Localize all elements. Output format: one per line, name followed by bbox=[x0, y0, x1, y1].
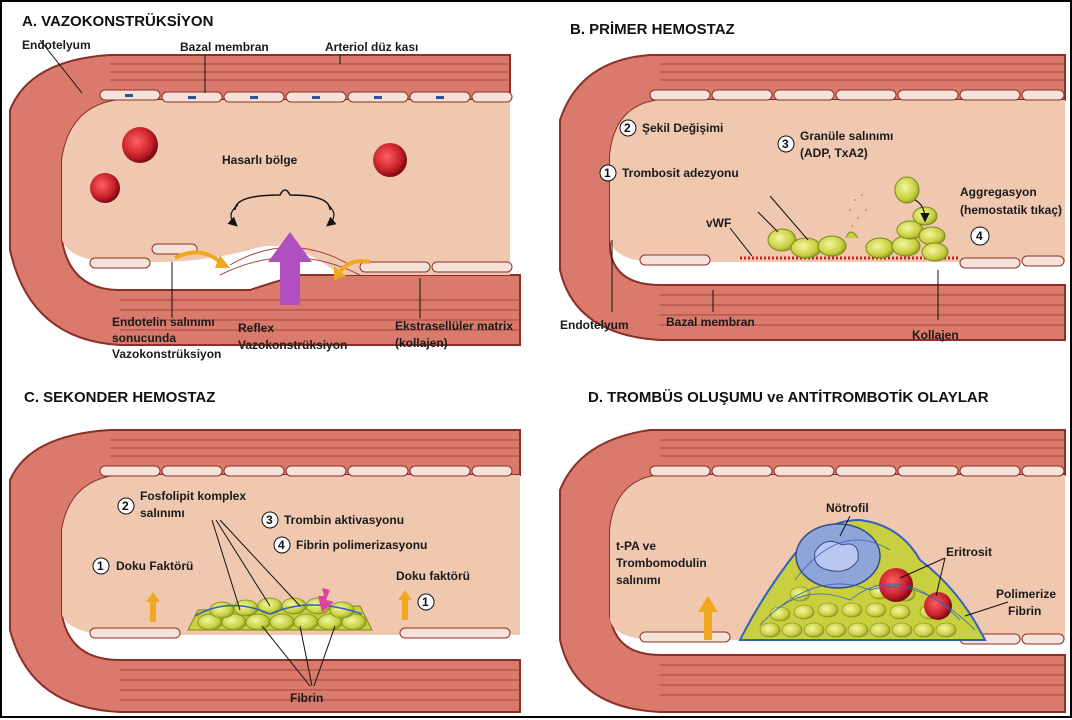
panel-d-eritrosit-label: Eritrosit bbox=[946, 545, 992, 559]
panel-b-sekil-label: Şekil Değişimi bbox=[642, 121, 723, 135]
panel-a-rbc-1 bbox=[122, 127, 158, 163]
panel-c-title: C. SEKONDER HEMOSTAZ bbox=[24, 389, 215, 406]
panel-d-title: D. TROMBÜS OLUŞUMU ve ANTİTROMBOTİK OLAY… bbox=[588, 389, 989, 406]
panel-c-step-2: 2 bbox=[122, 499, 129, 513]
panel-a-endotelin-label-2: sonucunda bbox=[112, 331, 176, 345]
panel-a-reflex-label-1: Reflex bbox=[238, 321, 274, 335]
panel-d-tpa-label-3: salınımı bbox=[616, 573, 661, 587]
panel-a: A. VAZOKONSTRÜKSİYON bbox=[10, 13, 520, 361]
panel-b-step-4: 4 bbox=[976, 229, 983, 243]
panel-c-fibrin-pol-label: Fibrin polimerizasyonu bbox=[296, 538, 427, 552]
panel-b-vwf-label: vWF bbox=[706, 216, 731, 230]
panel-b-step-1: 1 bbox=[604, 166, 611, 180]
panel-c-step-3: 3 bbox=[266, 513, 273, 527]
panel-d-tpa-label-2: Trombomodulin bbox=[616, 556, 707, 570]
panel-d-polimerize-label-1: Polimerize bbox=[996, 587, 1056, 601]
panel-a-hasarli-label: Hasarlı bölge bbox=[222, 153, 298, 167]
panel-b-endotelyum-label: Endotelyum bbox=[560, 318, 629, 332]
panel-c-fibrin-label: Fibrin bbox=[290, 691, 323, 705]
panel-c-step-1-left: 1 bbox=[97, 559, 104, 573]
panel-d: D. TROMBÜS OLUŞUMU ve ANTİTROMBOTİK OLAY… bbox=[560, 389, 1065, 712]
panel-b-kollajen-label: Kollajen bbox=[912, 328, 959, 342]
panel-c: C. SEKONDER HEMOSTAZ bbox=[10, 389, 520, 712]
panel-a-rbc-3 bbox=[373, 143, 407, 177]
panel-c-trombin-label: Trombin aktivasyonu bbox=[284, 513, 404, 527]
panel-b-aggreg-label-1: Aggregasyon bbox=[960, 185, 1037, 199]
panel-a-reflex-label-2: Vazokonstrüksiyon bbox=[238, 338, 347, 352]
panel-a-title: A. VAZOKONSTRÜKSİYON bbox=[22, 13, 213, 30]
panel-b-step-3: 3 bbox=[782, 137, 789, 151]
panel-b-adezyon-label: Trombosit adezyonu bbox=[622, 166, 739, 180]
panel-b-bazal-label: Bazal membran bbox=[666, 315, 755, 329]
panel-a-endotelin-label-1: Endotelin salınımı bbox=[112, 315, 215, 329]
panel-b-step-2: 2 bbox=[624, 121, 631, 135]
panel-b-aggreg-label-2: (hemostatik tıkaç) bbox=[960, 203, 1062, 217]
panel-b-title: B. PRİMER HEMOSTAZ bbox=[570, 21, 735, 38]
panel-c-fosfo-label-1: Fosfolipit komplex bbox=[140, 489, 246, 503]
panel-b: B. PRİMER HEMOSTAZ bbox=[560, 21, 1065, 342]
panel-a-ekstra-label-1: Ekstrasellüler matrix bbox=[395, 319, 513, 333]
panel-b-granule-label-1: Granüle salınımı bbox=[800, 129, 893, 143]
panel-c-step-4: 4 bbox=[278, 538, 285, 552]
panel-a-endotelin-label-3: Vazokonstrüksiyon bbox=[112, 347, 221, 361]
panel-c-doku-right-label: Doku faktörü bbox=[396, 569, 470, 583]
panel-d-notrofil-label: Nötrofil bbox=[826, 501, 869, 515]
panel-c-step-1-right: 1 bbox=[422, 595, 429, 609]
panel-c-fosfo-label-2: salınımı bbox=[140, 506, 185, 520]
panel-b-granule-label-2: (ADP, TxA2) bbox=[800, 146, 868, 160]
panel-a-bazal-label: Bazal membran bbox=[180, 40, 269, 54]
panel-c-doku-left-label: Doku Faktörü bbox=[116, 559, 193, 573]
panel-a-ekstra-label-2: (kollajen) bbox=[395, 336, 448, 350]
panel-a-rbc-2 bbox=[90, 173, 120, 203]
panel-a-arteriol-label: Arteriol düz kası bbox=[325, 40, 418, 54]
panel-a-endotelyum-label: Endotelyum bbox=[22, 38, 91, 52]
panel-d-tpa-label-1: t-PA ve bbox=[616, 539, 656, 553]
panel-d-rbc-2 bbox=[924, 592, 952, 620]
panel-d-polimerize-label-2: Fibrin bbox=[1008, 604, 1041, 618]
panel-d-rbc-1 bbox=[879, 568, 913, 602]
